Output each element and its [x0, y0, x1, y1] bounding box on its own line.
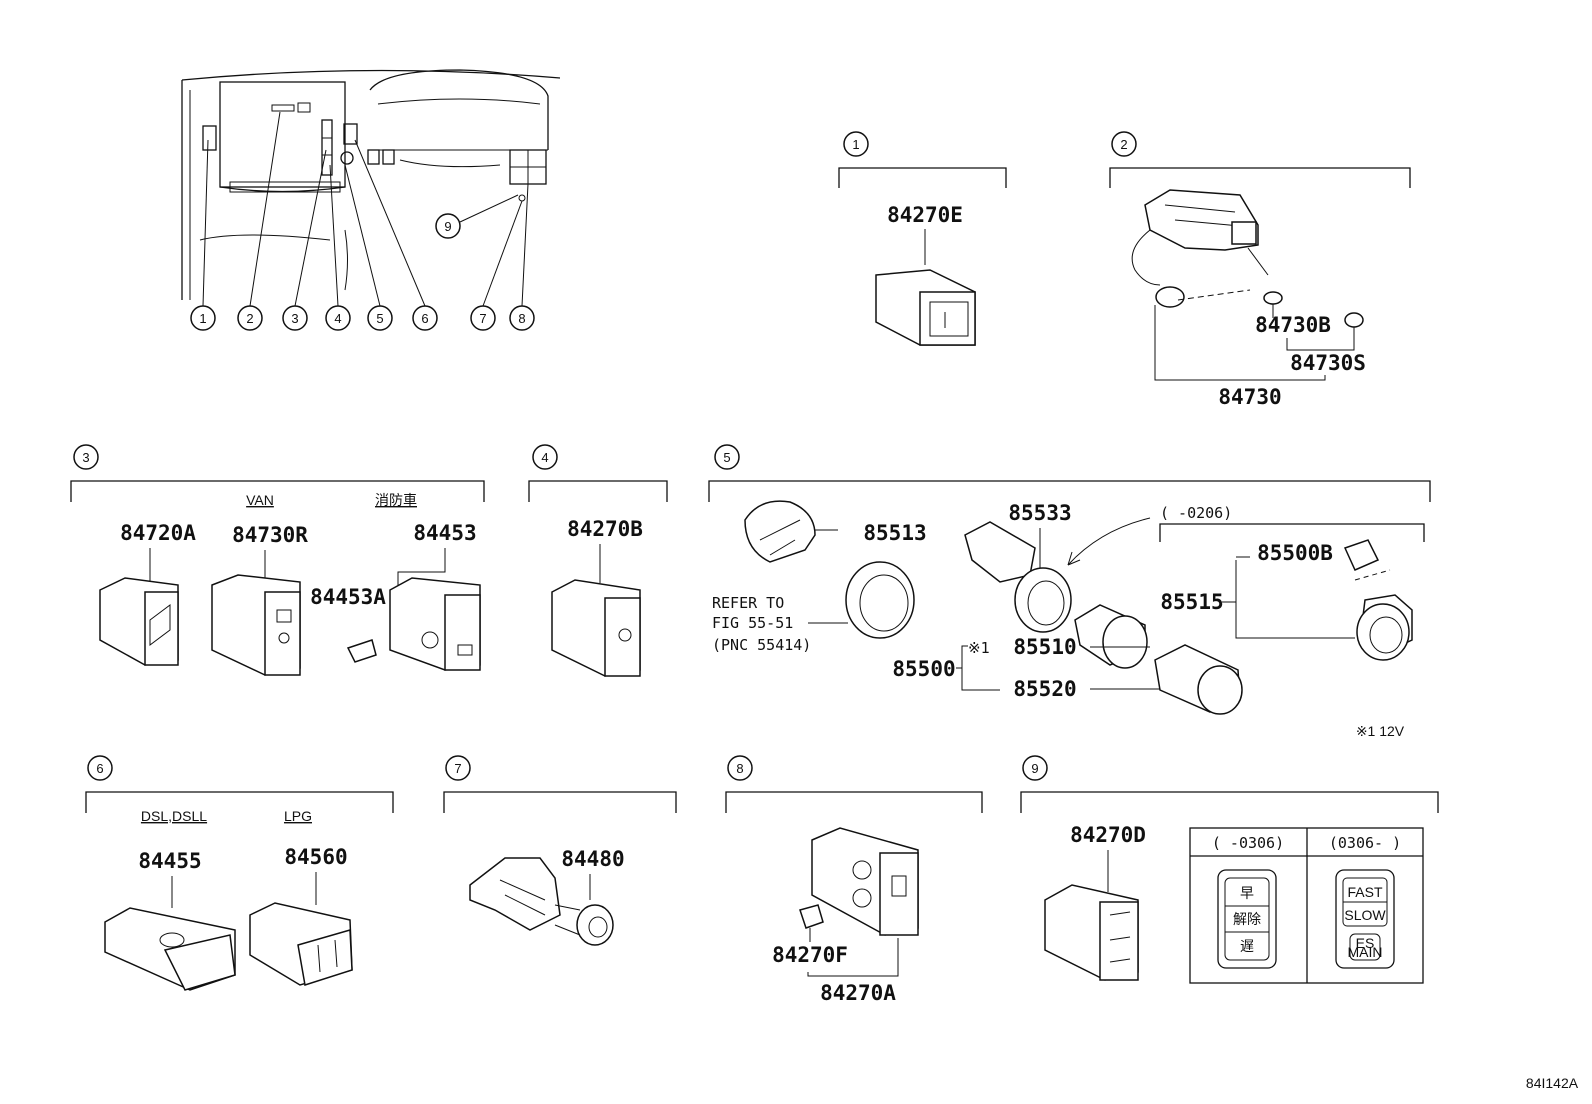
overview-callouts: 1 2 3 4 5 6 7 8 9 [190, 213, 535, 331]
svg-text:7: 7 [479, 311, 486, 326]
part-84453A[interactable]: 84453A [310, 585, 386, 609]
part-84720A[interactable]: 84720A [120, 521, 196, 545]
table-col1-range: ( -0306) [1212, 834, 1284, 852]
label-dsl-dsll: DSL,DSLL [141, 808, 207, 824]
part-85500[interactable]: 85500 [892, 657, 955, 681]
part-85513[interactable]: 85513 [863, 521, 926, 545]
section-7: 7 84480 [443, 755, 677, 946]
part-84480[interactable]: 84480 [561, 847, 624, 871]
part-84455[interactable]: 84455 [138, 849, 201, 873]
overview-callout-4: 4 [325, 305, 351, 331]
section-5: 5 85513 REFER TO FIG 55-51 (PNC 55414) 8… [708, 444, 1431, 739]
section-4: 4 84270B [528, 444, 668, 677]
section-5-number: 5 [723, 450, 730, 465]
svg-text:6: 6 [421, 311, 428, 326]
part-85533[interactable]: 85533 [1008, 501, 1071, 525]
part-84453[interactable]: 84453 [413, 521, 476, 545]
left-label-slow-jp: 遅 [1240, 938, 1254, 954]
part-85500B[interactable]: 85500B [1257, 541, 1333, 565]
overview-callout-1: 1 [190, 305, 216, 331]
section-1: 1 84270E [838, 131, 1007, 346]
left-label-fast-jp: 早 [1240, 885, 1254, 901]
svg-text:2: 2 [246, 311, 253, 326]
part-84730B[interactable]: 84730B [1255, 313, 1331, 337]
overview-callout-9: 9 [435, 213, 461, 239]
label-van: VAN [246, 492, 274, 508]
svg-text:9: 9 [444, 219, 451, 234]
section-9: 9 84270D ( -0306) (0306- ) 早 解除 遅 FAST S… [1020, 755, 1439, 984]
svg-text:4: 4 [334, 311, 341, 326]
dashboard-overview [181, 69, 561, 307]
section-6-number: 6 [96, 761, 103, 776]
svg-text:8: 8 [518, 311, 525, 326]
table-col2-range: (0306- ) [1329, 834, 1401, 852]
note-12v: ※1 12V [1356, 723, 1405, 739]
section-9-number: 9 [1031, 761, 1038, 776]
overview-callout-8: 8 [509, 305, 535, 331]
part-85520[interactable]: 85520 [1013, 677, 1076, 701]
switch-variant-table: ( -0306) (0306- ) 早 解除 遅 FAST SLOW ES MA… [1189, 827, 1424, 984]
section-7-number: 7 [454, 761, 461, 776]
overview-callout-2: 2 [237, 305, 263, 331]
right-label-main: MAIN [1348, 944, 1383, 960]
right-label-fast: FAST [1347, 884, 1382, 900]
section-4-number: 4 [541, 450, 548, 465]
figure-id: 84I142A [1526, 1075, 1579, 1091]
section-3-number: 3 [82, 450, 89, 465]
overview-callout-7: 7 [470, 305, 496, 331]
section-1-number: 1 [852, 137, 859, 152]
refer-line-1: REFER TO [712, 594, 784, 612]
refer-line-3: (PNC 55414) [712, 636, 811, 654]
section-2: 2 84730B 84730S 84730 [1109, 131, 1411, 409]
overview-callout-5: 5 [367, 305, 393, 331]
svg-text:5: 5 [376, 311, 383, 326]
overview-callout-6: 6 [412, 305, 438, 331]
left-label-release-jp: 解除 [1233, 911, 1261, 927]
part-84730S[interactable]: 84730S [1290, 351, 1366, 375]
note-mark: ※1 [968, 639, 990, 657]
svg-text:1: 1 [199, 311, 206, 326]
part-85515[interactable]: 85515 [1160, 590, 1223, 614]
right-label-slow: SLOW [1344, 907, 1386, 923]
part-85510[interactable]: 85510 [1013, 635, 1076, 659]
part-84270E[interactable]: 84270E [887, 203, 963, 227]
part-84730R[interactable]: 84730R [232, 523, 308, 547]
label-fire-engine: 消防車 [375, 492, 417, 508]
label-lpg: LPG [284, 808, 312, 824]
section-8: 8 84270F 84270A [725, 755, 983, 1005]
right-label-es: ES [1356, 935, 1375, 951]
section-6: 6 DSL,DSLL LPG 84455 84560 [85, 755, 394, 991]
svg-text:3: 3 [291, 311, 298, 326]
range-0206: ( -0206) [1160, 504, 1232, 522]
refer-line-2: FIG 55-51 [712, 614, 793, 632]
part-84730[interactable]: 84730 [1218, 385, 1281, 409]
part-84270B[interactable]: 84270B [567, 517, 643, 541]
part-84270A[interactable]: 84270A [820, 981, 896, 1005]
overview-callout-3: 3 [282, 305, 308, 331]
part-84270F[interactable]: 84270F [772, 943, 848, 967]
part-84270D[interactable]: 84270D [1070, 823, 1146, 847]
part-84560[interactable]: 84560 [284, 845, 347, 869]
section-8-number: 8 [736, 761, 743, 776]
section-3: 3 VAN 消防車 84720A 84730R 84453 84453A [70, 444, 485, 676]
section-2-number: 2 [1120, 137, 1127, 152]
